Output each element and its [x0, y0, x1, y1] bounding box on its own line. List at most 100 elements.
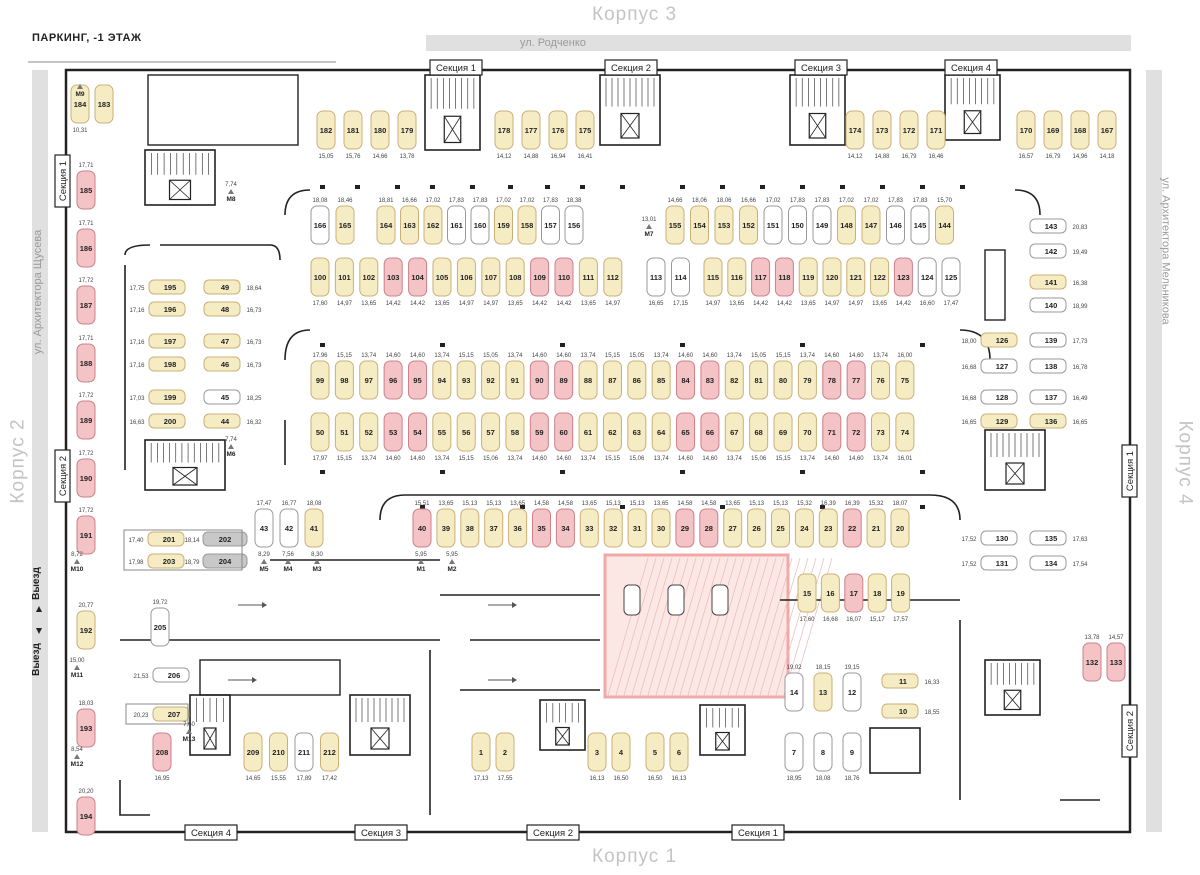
moto-spot-M8[interactable]: M87,74	[225, 182, 237, 203]
moto-spot-M2[interactable]: M25,95	[446, 552, 458, 573]
parking-spot-5[interactable]: 516,50	[645, 732, 665, 782]
parking-spot-4[interactable]: 416,50	[611, 732, 631, 782]
parking-spot-3[interactable]: 316,13	[587, 732, 607, 782]
moto-spot-M5[interactable]: M58,29	[258, 552, 270, 573]
parking-spot-7[interactable]: 718,95	[784, 732, 804, 782]
moto-spot-M4[interactable]: M47,56	[282, 552, 294, 573]
moto-spot-M9[interactable]: M9	[75, 84, 85, 98]
parking-spot-6[interactable]: 616,13	[669, 732, 689, 782]
